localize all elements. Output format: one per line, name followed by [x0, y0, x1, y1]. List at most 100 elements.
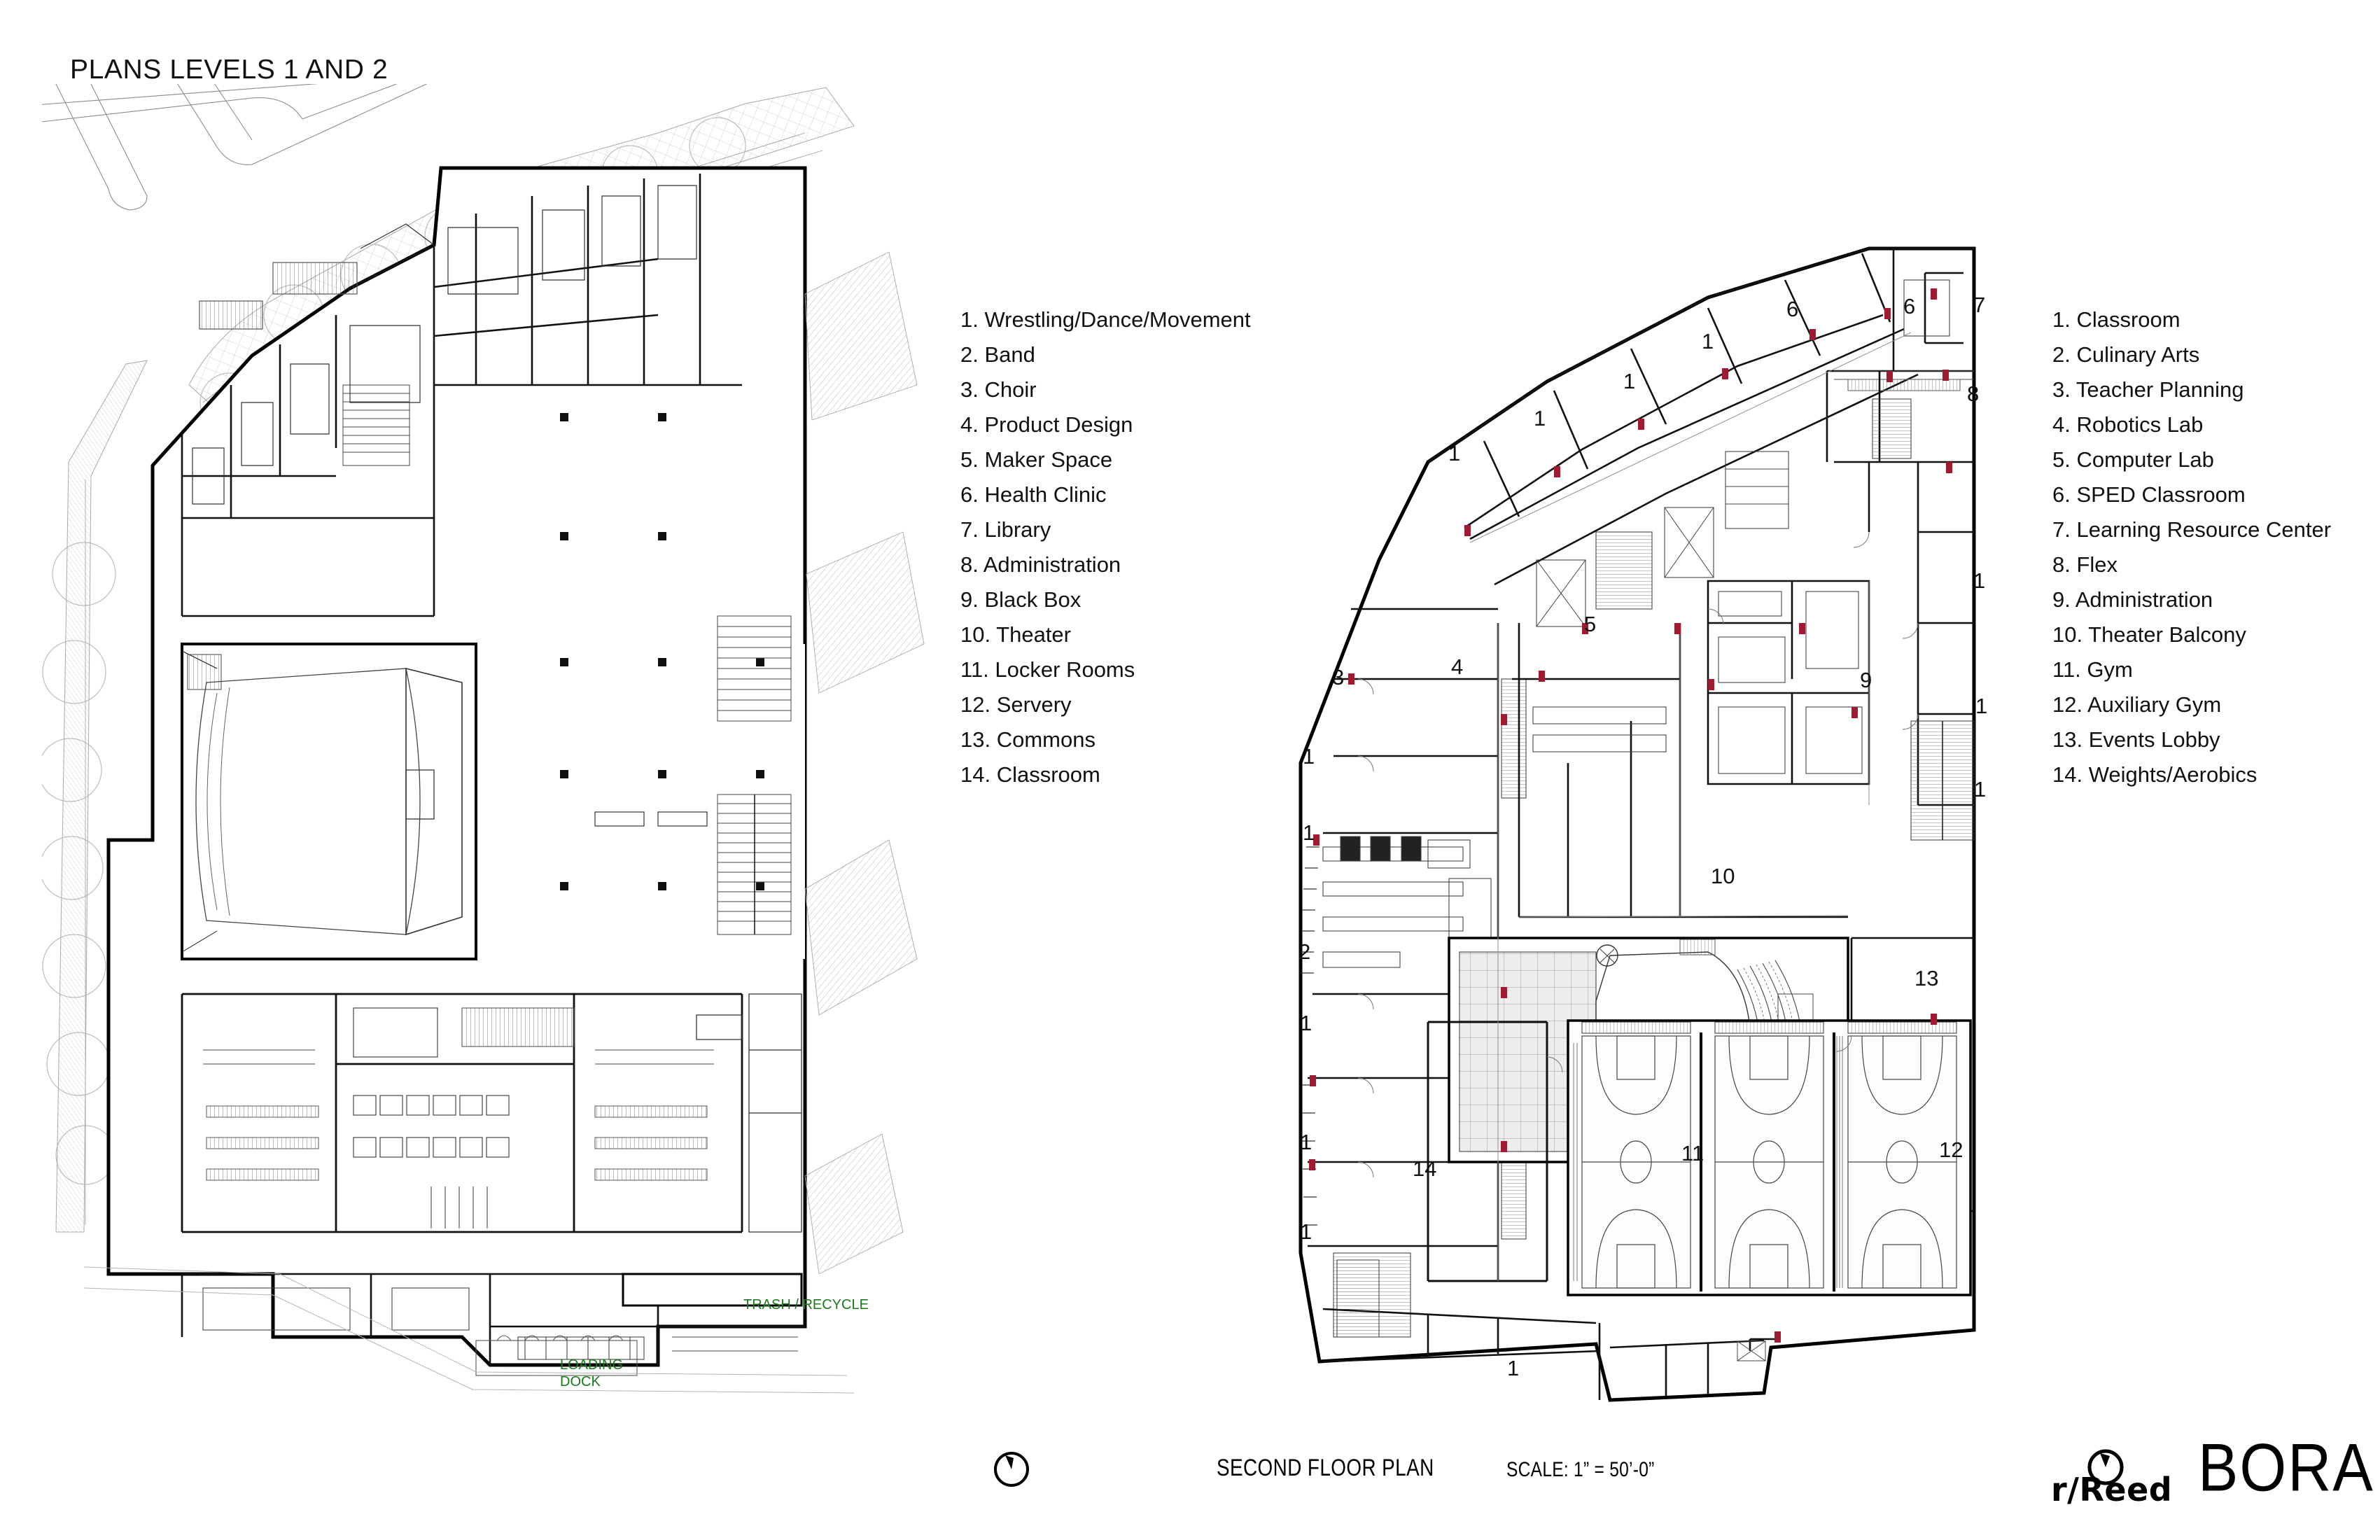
legend-item: 11. Locker Rooms	[960, 657, 1135, 682]
ne-classroom-bar	[1427, 247, 1919, 586]
room-callout: 1	[1303, 744, 1315, 769]
level-2-floor-plan-drawing	[1218, 231, 2058, 1421]
room-callout: 1	[1300, 1130, 1312, 1154]
room-callout: 3	[1332, 665, 1345, 690]
room-callout: 1	[1623, 369, 1636, 393]
room-callout: 1	[1974, 777, 1987, 802]
stair-nw	[342, 384, 410, 466]
legend-item: 6. Health Clinic	[960, 482, 1107, 507]
trash-recycle-label: TRASH / RECYCLE	[743, 1297, 869, 1312]
court-3	[1847, 1035, 1957, 1289]
bora-logo: BORA	[2198, 1430, 2374, 1506]
legend-item: 4. Robotics Lab	[2052, 412, 2204, 437]
room-callout: 8	[1967, 382, 1980, 406]
aux-gym-level1	[696, 993, 802, 1233]
room-callout: 11	[1681, 1141, 1704, 1166]
plan-caption: SECOND FLOOR PLAN	[1217, 1455, 1434, 1481]
legend-item: 9. Black Box	[960, 587, 1082, 612]
legend-item: 8. Administration	[960, 552, 1121, 577]
reed-logo: r/Reed	[2051, 1448, 2191, 1516]
legend-item: 10. Theater	[960, 622, 1071, 647]
legend-item: 2. Band	[960, 342, 1035, 367]
service-wing	[181, 1273, 805, 1365]
room-callout: 1	[1300, 1011, 1312, 1035]
room-callout: 1	[1448, 441, 1461, 465]
legend-item: 13. Events Lobby	[2052, 727, 2220, 752]
locker-benches	[203, 1007, 714, 1228]
room-callout: 2	[1298, 939, 1311, 964]
walls-nw-wing	[181, 174, 742, 617]
legend-item: 1. Wrestling/Dance/Movement	[960, 307, 1251, 332]
court-1	[1581, 1035, 1691, 1289]
legend-item: 12. Auxiliary Gym	[2052, 692, 2222, 717]
commons-level1	[490, 413, 805, 959]
legend-item: 3. Choir	[960, 377, 1037, 402]
trash-recycle-room	[622, 1273, 803, 1307]
legend-item: 7. Learning Resource Center	[2052, 517, 2332, 542]
door-swings	[1357, 531, 1919, 1178]
room-callout: 1	[1973, 568, 1986, 593]
structural-columns	[560, 413, 764, 890]
room-callout: 12	[1939, 1138, 1963, 1162]
legend-item: 1. Classroom	[2052, 307, 2180, 332]
legend-item: 9. Administration	[2052, 587, 2213, 612]
corridor-lines	[1469, 332, 1912, 1281]
legend-item: 5. Computer Lab	[2052, 447, 2214, 472]
level-1-plan-svg	[42, 84, 925, 1394]
room-callout: 13	[1914, 966, 1939, 990]
legend-level-1: 1. Wrestling/Dance/Movement 2. Band 3. C…	[960, 302, 1251, 792]
legend-item: 8. Flex	[2052, 552, 2118, 577]
gym-courts	[1567, 1019, 1972, 1296]
culinary-arts-fixtures	[1322, 836, 1492, 968]
room-callout: 1	[1300, 1219, 1312, 1244]
legend-item: 5. Maker Space	[960, 447, 1113, 472]
loading-dock-label: LOADING DOCK	[560, 1357, 624, 1390]
room-callout: 10	[1711, 864, 1735, 888]
theater-level1	[181, 643, 477, 960]
room-callout: 1	[1534, 406, 1546, 430]
room-callout: 5	[1584, 612, 1597, 636]
page-title: PLANS LEVELS 1 AND 2	[70, 55, 388, 85]
reed-logo-mark: r/Reed	[2051, 1449, 2172, 1508]
service-details	[202, 1287, 798, 1360]
legend-item: 6. SPED Classroom	[2052, 482, 2246, 507]
room-callout: 6	[1903, 294, 1916, 318]
legend-item: 7. Library	[960, 517, 1051, 542]
legend-item: 3. Teacher Planning	[2052, 377, 2244, 402]
level-2-plan-svg	[1298, 246, 1976, 1402]
level-1-floor-plan-drawing	[42, 84, 952, 1428]
loading-dock-bays	[475, 1335, 638, 1376]
room-callout: 14	[1413, 1156, 1437, 1181]
reed-logo-text: r/Reed	[2051, 1471, 2172, 1508]
room-callout: 9	[1860, 668, 1872, 692]
court-2	[1714, 1035, 1824, 1289]
south-tail-wing	[1322, 1308, 1778, 1400]
room-callout: 6	[1786, 297, 1799, 321]
legend-item: 10. Theater Balcony	[2052, 622, 2246, 647]
plan-scale-note: SCALE: 1” = 50’-0”	[1506, 1458, 1655, 1481]
fire-rated-markers	[1309, 288, 1952, 1343]
room-callout: 1	[1975, 694, 1988, 718]
legend-item: 14. Classroom	[960, 762, 1100, 787]
east-stair	[1872, 398, 1975, 841]
walls-nw-details	[192, 185, 697, 505]
north-arrow-icon	[994, 1452, 1029, 1487]
room-callout: 7	[1973, 293, 1986, 317]
legend-item: 2. Culinary Arts	[2052, 342, 2200, 367]
site-context-lines	[42, 84, 428, 211]
legend-item: 14. Weights/Aerobics	[2052, 762, 2258, 787]
site-south-walk	[83, 1266, 855, 1394]
legend-item: 13. Commons	[960, 727, 1096, 752]
room-callout: 4	[1451, 654, 1464, 679]
legend-item: 11. Gym	[2052, 657, 2133, 682]
weights-aerobics	[1427, 1021, 1548, 1282]
site-west-walk	[55, 360, 148, 1233]
room-callout: 1	[1303, 820, 1315, 845]
legend-item: 4. Product Design	[960, 412, 1133, 437]
room-callout: 1	[1702, 329, 1714, 354]
legend-item: 12. Servery	[960, 692, 1072, 717]
legend-level-2: 1. Classroom 2. Culinary Arts 3. Teacher…	[2052, 302, 2331, 792]
site-se-hatch	[804, 251, 925, 1275]
room-callout: 1	[1507, 1356, 1520, 1380]
